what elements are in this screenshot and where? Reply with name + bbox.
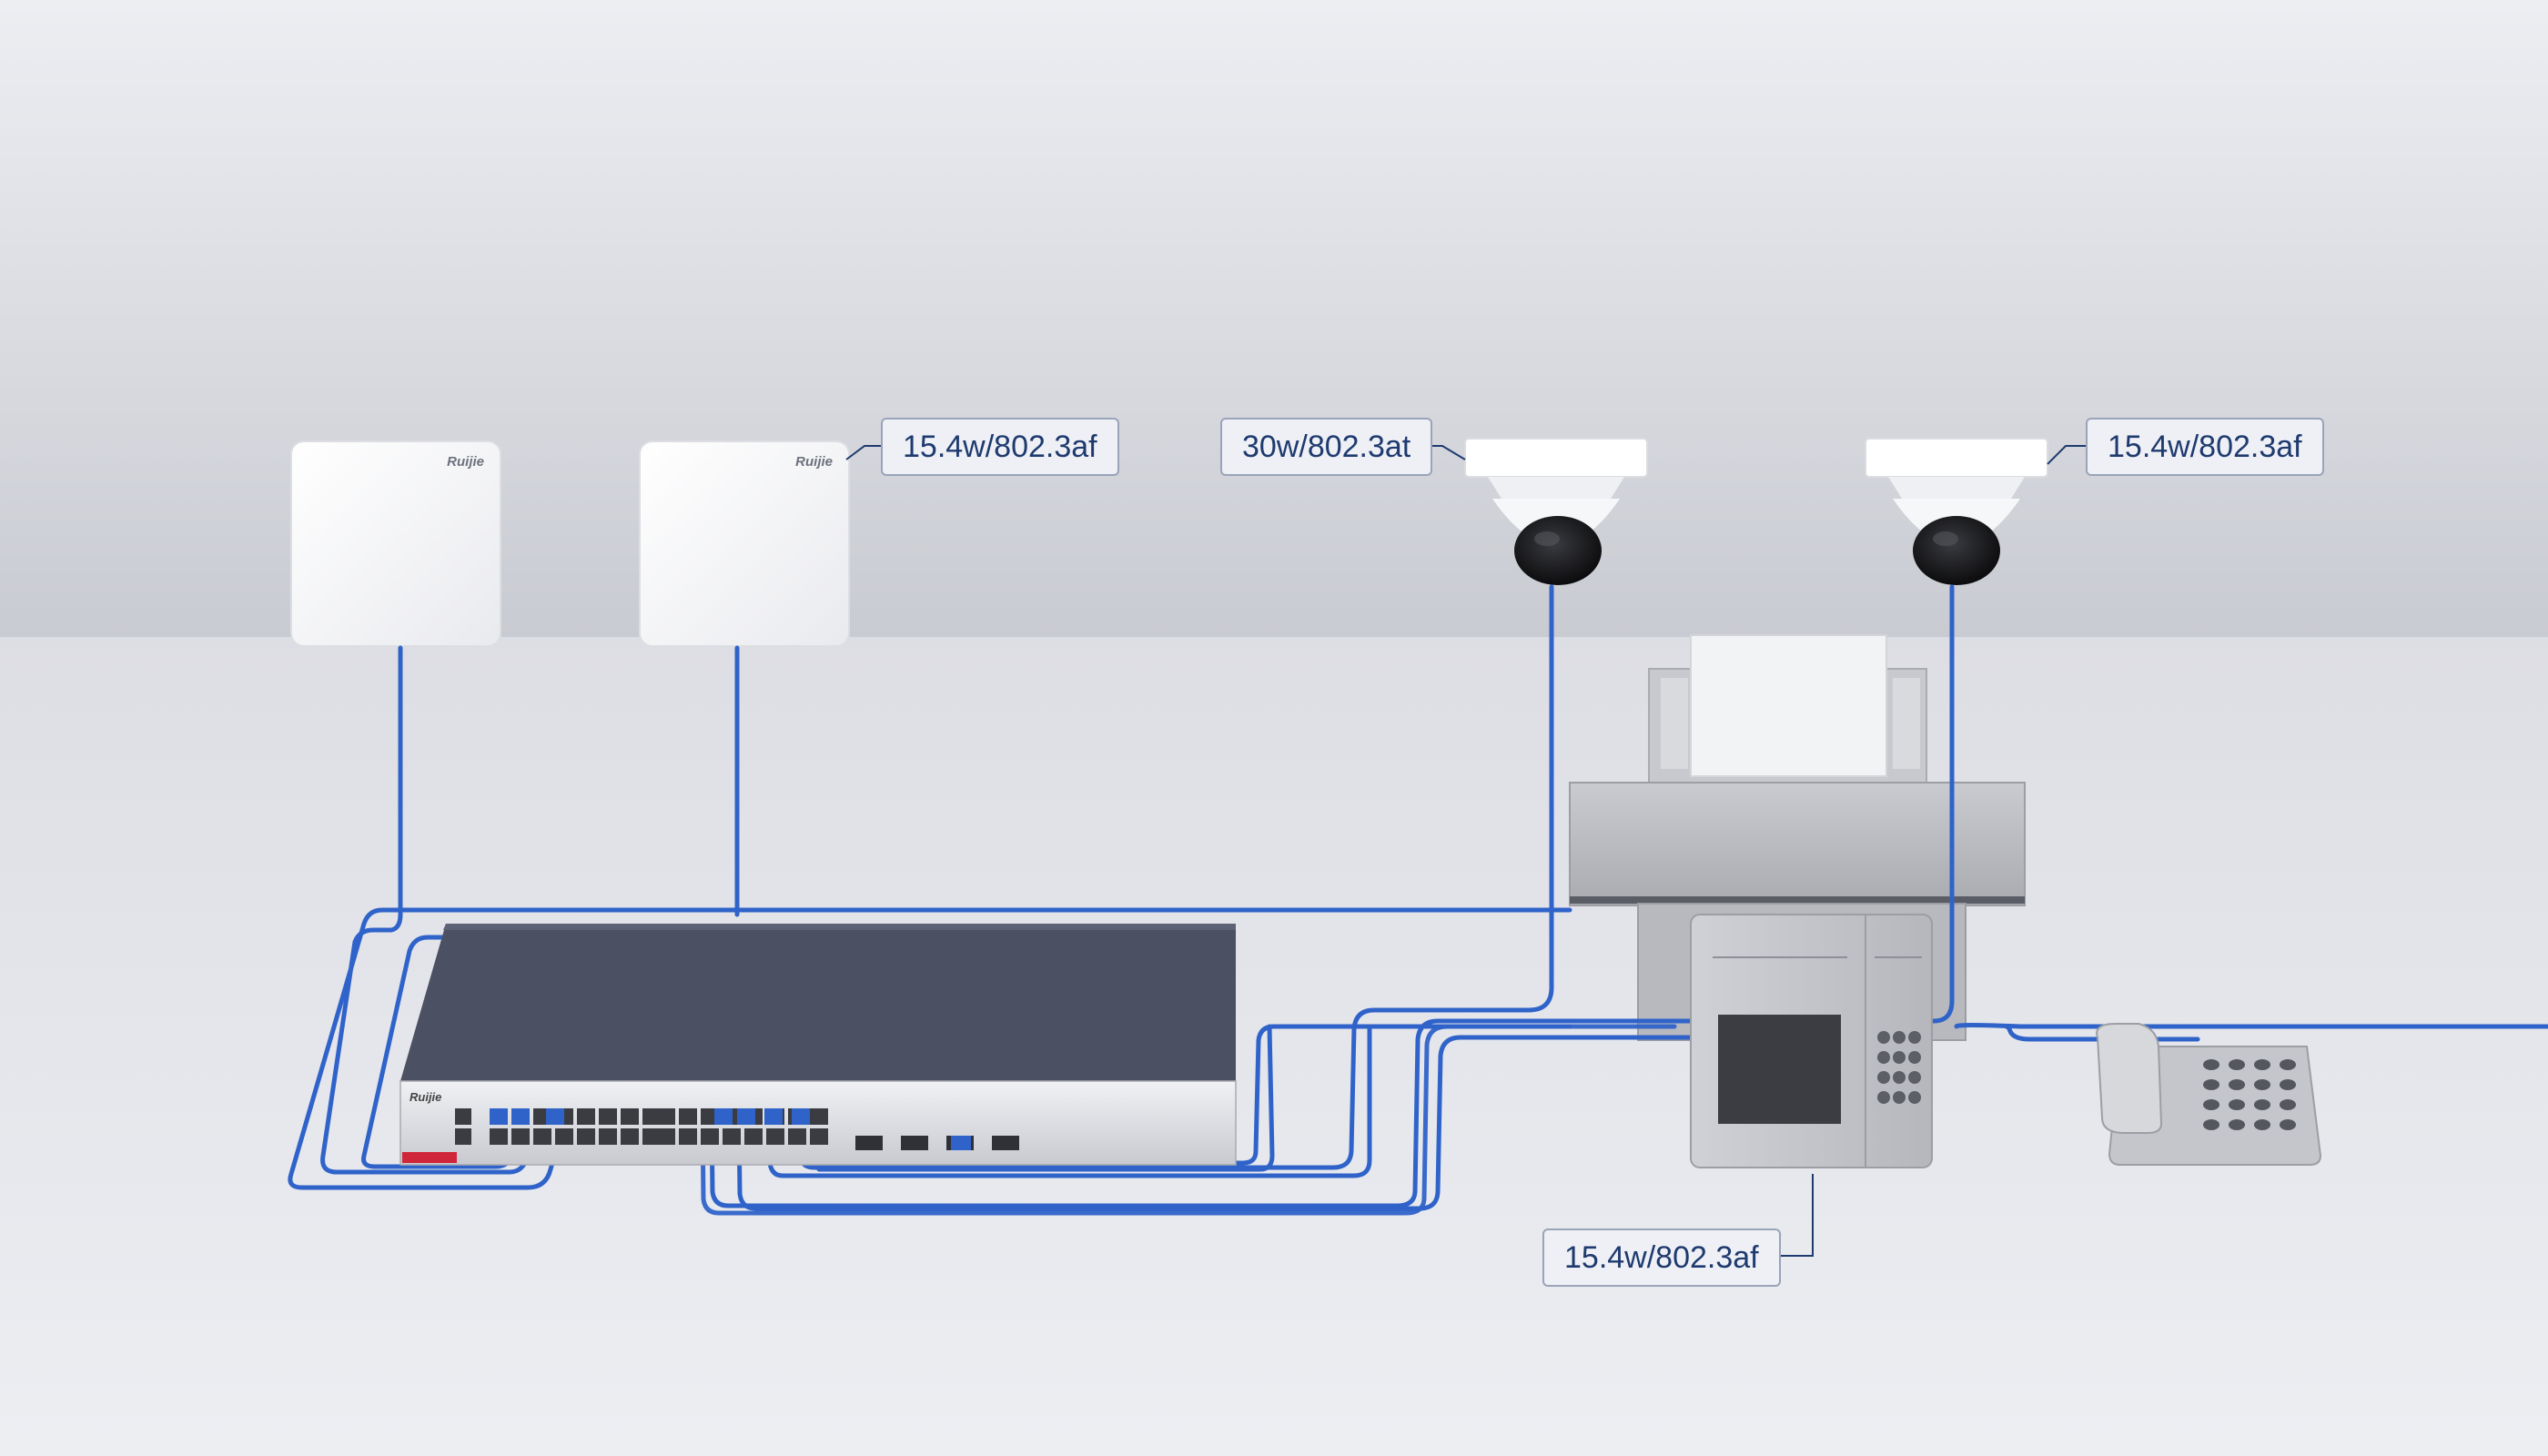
- cable-terminal: [736, 1035, 1695, 1211]
- power-label-camera-right: 15.4w/802.3af: [2086, 418, 2324, 476]
- cable-ap-left: [320, 645, 540, 1175]
- cable-center-a: [816, 1024, 1275, 1172]
- power-label-terminal: 15.4w/802.3af: [1542, 1228, 1781, 1287]
- power-label-camera-left: 30w/802.3at: [1220, 418, 1433, 476]
- cable-printer-link: [798, 1024, 1572, 1166]
- switch-blue-connectors: [490, 1108, 971, 1150]
- ap-logo: Ruijie: [795, 454, 833, 470]
- ip-phone: [2096, 1023, 2322, 1166]
- access-control-terminal: [1690, 914, 1933, 1168]
- callout-leaders: [845, 445, 2086, 1257]
- cable-center-b: [766, 1024, 1372, 1178]
- poe-cables: [288, 584, 2548, 1216]
- phone-keypad: [2203, 1059, 2296, 1130]
- cable-loop-left: [1954, 1023, 2548, 1029]
- poe-switch: Ruijie: [399, 924, 1237, 1166]
- switch-logo: Ruijie: [410, 1090, 441, 1104]
- access-point-left: Ruijie: [290, 440, 501, 647]
- terminal-keypad: [1877, 1031, 1921, 1104]
- dome-camera-right: [1865, 438, 2048, 585]
- cable-camera-left: [794, 584, 1554, 1170]
- cable-top-run: [288, 907, 1572, 1190]
- access-point-right: Ruijie: [639, 440, 850, 647]
- ap-logo: Ruijie: [447, 454, 484, 470]
- power-label-access-point: 15.4w/802.3af: [881, 418, 1119, 476]
- dome-camera-left: [1464, 438, 1648, 585]
- cable-camera-right: [709, 584, 1955, 1208]
- cable-phone: [2004, 1024, 2200, 1042]
